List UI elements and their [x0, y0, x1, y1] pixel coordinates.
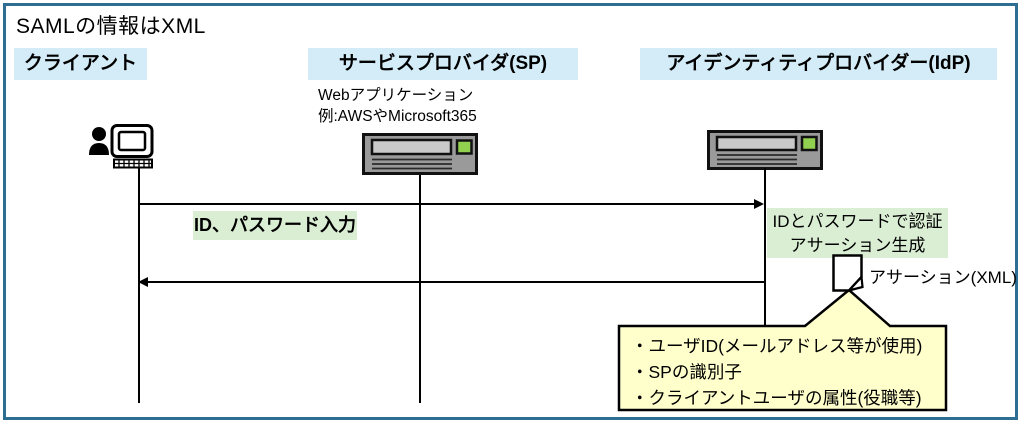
- assertion-note-list: ・ユーザID(メールアドレス等が使用) ・SPの識別子 ・クライアントユーザの属…: [631, 333, 922, 411]
- arrowhead-left-icon: [138, 277, 148, 287]
- lane-header-client: クライアント: [14, 48, 147, 80]
- lane-header-sp: サービスプロバイダ(SP): [308, 48, 578, 80]
- user-at-computer-icon: [88, 124, 162, 175]
- arrowhead-right-icon: [754, 199, 764, 209]
- sp-sublabel: Webアプリケーション 例:AWSやMicrosoft365: [318, 85, 477, 127]
- sp-sublabel-line1: Webアプリケーション: [318, 87, 474, 104]
- login-input-label: ID、パスワード入力: [193, 211, 357, 240]
- assertion-note-item: ・ユーザID(メールアドレス等が使用): [631, 336, 923, 356]
- idp-lifeline: [764, 168, 766, 326]
- lane-header-idp: アイデンティティプロバイダー(IdP): [640, 48, 997, 80]
- assertion-callout: [617, 288, 948, 412]
- message-arrow-assertion: [146, 281, 765, 283]
- idp-auth-note-line1: IDとパスワードで認証: [772, 212, 943, 231]
- sp-server-icon: [362, 133, 478, 180]
- sp-sublabel-line2: 例:AWSやMicrosoft365: [318, 108, 477, 125]
- assertion-note-item: ・クライアントユーザの属性(役職等): [631, 388, 922, 408]
- diagram-title: SAMLの情報はXML: [16, 15, 206, 38]
- assertion-xml-label: アサーション(XML): [869, 268, 1017, 287]
- idp-auth-note: IDとパスワードで認証 アサーション生成: [767, 208, 948, 258]
- sp-lifeline: [419, 175, 421, 403]
- idp-auth-note-line2: アサーション生成: [789, 236, 926, 255]
- document-icon: [832, 254, 868, 299]
- assertion-note-item: ・SPの識別子: [631, 362, 742, 382]
- message-arrow-login: [140, 203, 758, 205]
